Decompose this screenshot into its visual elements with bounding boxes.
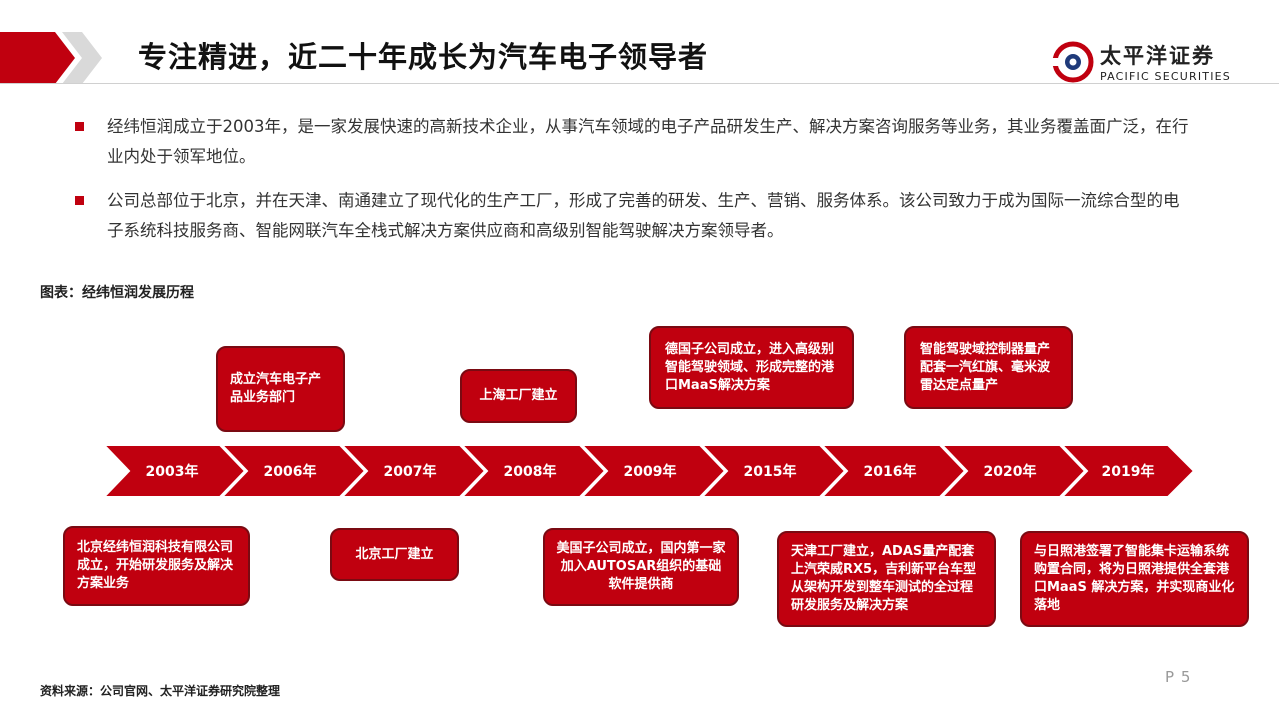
timeline-year: 2015年: [743, 464, 797, 480]
event-box-2008: 上海工厂建立: [460, 369, 577, 423]
event-text: 成立汽车电子产品业务部门: [230, 372, 322, 405]
event-text: 与日照港签署了智能集卡运输系统购置合同，将为日照港提供全套港口MaaS 解决方案…: [1034, 544, 1235, 613]
event-text: 智能驾驶域控制器量产配套一汽红旗、毫米波雷达定点量产: [920, 341, 1051, 393]
event-box-2007: 北京工厂建立: [330, 528, 459, 581]
header-divider: [0, 83, 1279, 84]
page-title: 专注精进，近二十年成长为汽车电子领导者: [138, 40, 709, 74]
timeline-year: 2019年: [1101, 464, 1155, 480]
bullet-text: 经纬恒润成立于2003年，是一家发展快速的高新技术企业，从事汽车领域的电子产品研…: [107, 117, 1189, 166]
event-box-2015: 德国子公司成立，进入高级别智能驾驶领域、形成完整的港口MaaS解决方案: [649, 326, 854, 409]
timeline-year: 2008年: [503, 464, 557, 480]
timeline-year: 2016年: [863, 464, 917, 480]
logo-chinese-name: 太平洋证券: [1100, 44, 1215, 68]
timeline-year: 2007年: [383, 464, 437, 480]
timeline-year: 2020年: [983, 464, 1037, 480]
event-text: 北京工厂建立: [355, 546, 434, 562]
timeline-year: 2009年: [623, 464, 677, 480]
event-box-2020: 智能驾驶域控制器量产配套一汽红旗、毫米波雷达定点量产: [904, 326, 1073, 409]
timeline-arrow-band: [102, 445, 1196, 497]
event-text: 天津工厂建立，ADAS量产配套上汽荣威RX5，吉利新平台车型从架构开发到整车测试…: [791, 544, 977, 613]
timeline-year: 2006年: [263, 464, 317, 480]
logo-english-name: PACIFIC SECURITIES: [1100, 70, 1231, 83]
header-chevron-decoration: [0, 32, 102, 84]
timeline-year: 2003年: [145, 464, 199, 480]
event-text: 德国子公司成立，进入高级别智能驾驶领域、形成完整的港口MaaS解决方案: [665, 341, 835, 393]
page-number: P 5: [1165, 668, 1192, 686]
event-box-2019: 与日照港签署了智能集卡运输系统购置合同，将为日照港提供全套港口MaaS 解决方案…: [1020, 531, 1249, 627]
source-note: 资料来源：公司官网、太平洋证券研究院整理: [40, 684, 281, 698]
event-box-2003: 北京经纬恒润科技有限公司成立，开始研发服务及解决方案业务: [63, 526, 250, 606]
company-logo: 太平洋证券 PACIFIC SECURITIES: [1052, 38, 1252, 88]
event-text: 美国子公司成立，国内第一家加入AUTOSAR组织的基础软件提供商: [556, 541, 726, 592]
event-box-2016: 天津工厂建立，ADAS量产配套上汽荣威RX5，吉利新平台车型从架构开发到整车测试…: [777, 531, 996, 627]
event-box-2009: 美国子公司成立，国内第一家加入AUTOSAR组织的基础软件提供商: [543, 528, 739, 606]
event-text: 上海工厂建立: [479, 388, 558, 403]
bullet-square-icon: [75, 196, 84, 205]
bullet-square-icon: [75, 122, 84, 131]
bullet-text: 公司总部位于北京，并在天津、南通建立了现代化的生产工厂，形成了完善的研发、生产、…: [107, 191, 1180, 240]
logo-emblem-icon: [1052, 41, 1094, 83]
event-box-2006: 成立汽车电子产品业务部门: [216, 346, 345, 432]
event-text: 北京经纬恒润科技有限公司成立，开始研发服务及解决方案业务: [77, 540, 234, 591]
figure-label: 图表：经纬恒润发展历程: [40, 285, 194, 301]
